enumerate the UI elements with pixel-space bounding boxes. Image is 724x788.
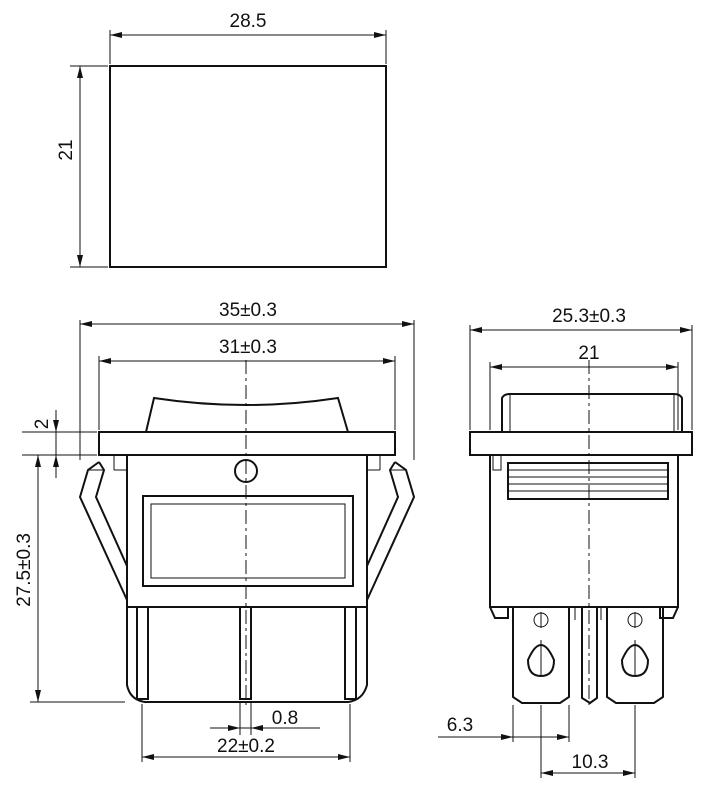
- dim-flange-thickness: 2: [32, 419, 53, 430]
- left-snap-spring: [78, 461, 128, 601]
- lamp-window-inner: [150, 503, 346, 579]
- side-terminal-right: [606, 607, 664, 704]
- side-rocker: [501, 393, 683, 432]
- side-flange: [469, 431, 693, 456]
- side-center-pin: [581, 607, 598, 705]
- side-ribs: [507, 462, 669, 500]
- dim-terminal-width: 6.3: [447, 715, 473, 736]
- terminal-block: [126, 607, 368, 703]
- side-terminal-left: [512, 607, 570, 704]
- dim-terminal-pitch: 10.3: [572, 752, 609, 773]
- dim-terminal-thickness: 0.8: [272, 708, 298, 729]
- dim-terminal-span: 22±0.2: [217, 736, 275, 757]
- right-snap-spring: [366, 461, 416, 601]
- front-flange: [98, 431, 396, 456]
- side-housing: [489, 454, 679, 608]
- dim-front-outer-width: 35±0.3: [219, 300, 277, 321]
- top-view-body: [109, 65, 387, 268]
- dim-top-height: 21: [56, 139, 77, 160]
- dim-side-outer-width: 25.3±0.3: [552, 306, 626, 327]
- front-view: 35±0.3 31±0.3 2 27.5±0.3 0.8 2: [14, 300, 416, 762]
- top-view: 28.5 21: [56, 11, 387, 268]
- dim-front-height: 27.5±0.3: [14, 533, 35, 607]
- dim-side-inner-width: 21: [578, 343, 599, 364]
- dim-front-inner-width: 31±0.3: [219, 337, 277, 358]
- front-housing: [126, 454, 368, 608]
- terminal-left: [136, 606, 149, 700]
- rocker-actuator: [145, 396, 349, 433]
- terminal-right: [344, 606, 357, 700]
- lamp-window-outer: [142, 495, 354, 587]
- dim-top-width: 28.5: [230, 11, 267, 32]
- side-view: 25.3±0.3 21 6.3 10.3: [438, 306, 693, 778]
